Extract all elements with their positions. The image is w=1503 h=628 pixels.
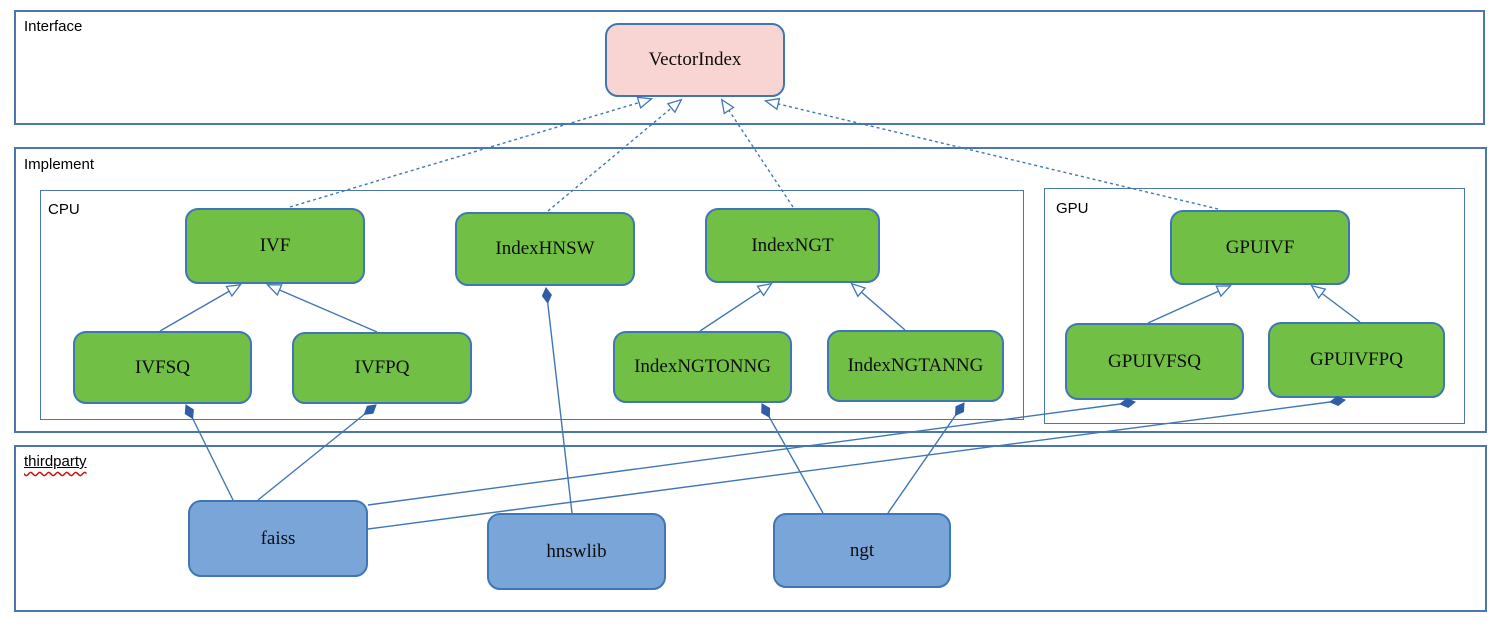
node-faiss-label: faiss (260, 527, 296, 549)
container-interface-label: Interface (24, 18, 83, 35)
node-ivfpq-label: IVFPQ (354, 357, 410, 378)
node-hnswlib-label: hnswlib (546, 540, 607, 562)
node-indexngtanng: IndexNGTANNG (827, 330, 1004, 402)
node-vectorindex: VectorIndex (605, 23, 785, 97)
node-gpuivfpq: GPUIVFPQ (1268, 322, 1445, 398)
node-vectorindex-label: VectorIndex (648, 49, 742, 70)
container-gpu-label: GPU (1056, 200, 1089, 217)
node-indexngt: IndexNGT (705, 208, 880, 283)
node-gpuivf: GPUIVF (1170, 210, 1350, 285)
node-gpuivfsq: GPUIVFSQ (1065, 323, 1244, 400)
node-indexngtonng: IndexNGTONNG (613, 331, 792, 403)
node-faiss: faiss (188, 500, 368, 577)
container-implement-label: Implement (24, 156, 95, 173)
node-ivfpq: IVFPQ (292, 332, 472, 404)
node-ivf: IVF (185, 208, 365, 284)
node-indexngt-label: IndexNGT (751, 234, 834, 256)
node-indexhnsw-label: IndexHNSW (495, 238, 595, 259)
node-gpuivfpq-label: GPUIVFPQ (1310, 349, 1403, 370)
container-thirdparty-label: thirdparty (24, 453, 87, 470)
node-ngt: ngt (773, 513, 951, 588)
node-gpuivf-label: GPUIVF (1225, 236, 1295, 258)
node-ivfsq-label: IVFSQ (135, 356, 190, 378)
node-indexngtonng-label: IndexNGTONNG (634, 356, 771, 377)
node-gpuivfsq-label: GPUIVFSQ (1108, 350, 1201, 372)
node-ivfsq: IVFSQ (73, 331, 252, 404)
node-indexngtanng-label: IndexNGTANNG (847, 355, 984, 376)
node-ivf-label: IVF (259, 235, 291, 256)
container-thirdparty-label-text: thirdparty (24, 453, 87, 470)
node-ngt-label: ngt (849, 539, 875, 561)
node-hnswlib: hnswlib (487, 513, 666, 590)
container-cpu-label: CPU (48, 201, 80, 218)
node-indexhnsw: IndexHNSW (455, 212, 635, 286)
